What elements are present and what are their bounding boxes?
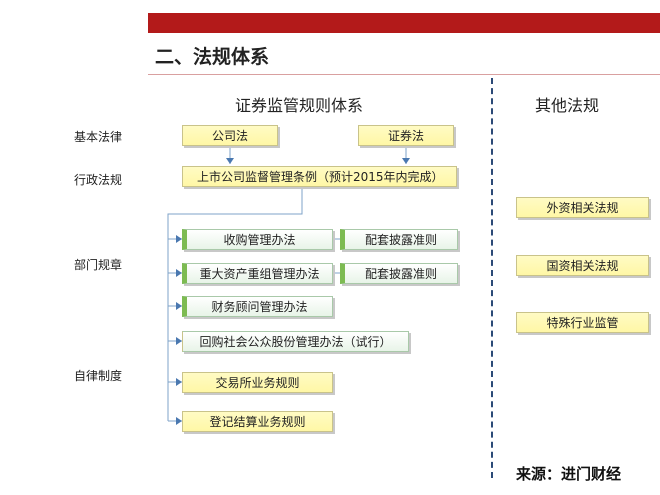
share-buyback-box: 回购社会公众股份管理办法（试行） [182,331,409,352]
special-industry-box: 特殊行业监管 [516,312,649,333]
row-label-admin-reg: 行政法规 [74,173,123,187]
disclosure-standards-box-2: 配套披露准则 [340,263,458,284]
right-column-heading: 其他法规 [535,96,600,115]
top-bar [148,13,660,33]
arrow-restructuring [176,269,182,277]
financial-advisor-box: 财务顾问管理办法 [182,296,333,317]
arrow-exchange [176,378,182,386]
arrow-buyback [176,337,182,345]
row-label-basic-law: 基本法律 [74,130,123,144]
row-label-self-reg: 自律制度 [74,369,123,383]
exchange-rules-box: 交易所业务规则 [182,372,333,393]
arrow-acquisition [176,235,182,243]
major-restructuring-box: 重大资产重组管理办法 [182,263,333,284]
arrow-clearing [176,417,182,425]
disclosure-standards-box-1: 配套披露准则 [340,229,458,250]
company-law-box: 公司法 [182,125,278,146]
listed-company-regulation-box: 上市公司监督管理条例（预计2015年内完成） [182,166,457,187]
column-divider [491,78,493,478]
acquisition-rules-box: 收购管理办法 [182,229,333,250]
page-title: 二、法规体系 [155,46,270,68]
arrow-securities-law [402,158,410,164]
foreign-investment-rules-box: 外资相关法规 [516,197,649,218]
source-caption: 来源：进门财经 [516,465,622,483]
clearing-rules-box: 登记结算业务规则 [182,411,333,432]
title-divider [148,74,660,75]
row-label-dept-rules: 部门规章 [74,258,123,272]
securities-law-box: 证券法 [358,125,454,146]
connector-trunk [167,188,303,421]
arrow-advisor [176,302,182,310]
left-column-heading: 证券监管规则体系 [235,96,364,115]
state-owned-rules-box: 国资相关法规 [516,255,649,276]
arrow-company-law [226,158,234,164]
